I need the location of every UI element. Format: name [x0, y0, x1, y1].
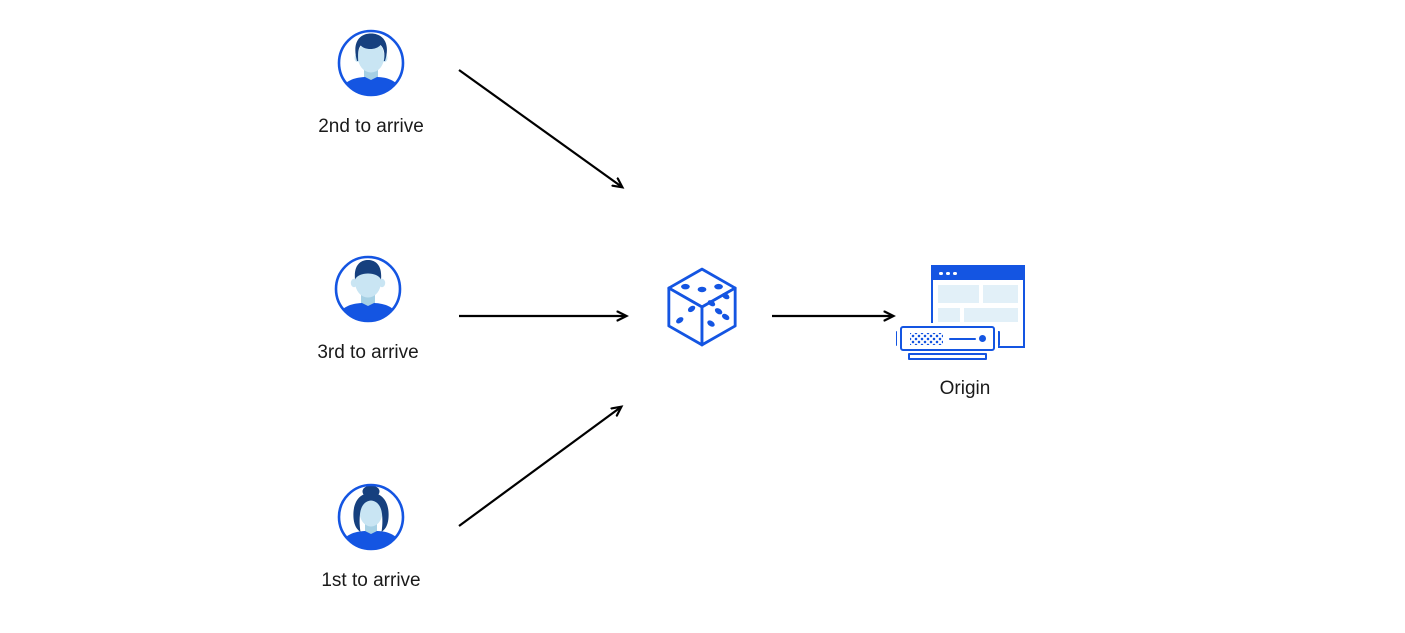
- browser-dot-icon: [939, 271, 943, 276]
- browser-content: [933, 280, 1023, 327]
- male-avatar-flat-hair-icon: [334, 255, 402, 323]
- female-avatar-bun-icon: [337, 483, 405, 551]
- node-randomizer: [666, 266, 738, 353]
- male-avatar-wavy-hair-icon: [337, 29, 405, 97]
- arrow-client-2nd-to-dice: [458, 69, 622, 187]
- client-label-2nd: 2nd to arrive: [318, 116, 424, 137]
- origin-label: Origin: [939, 378, 991, 399]
- browser-titlebar: [933, 267, 1023, 280]
- browser-content-block: [938, 285, 979, 303]
- node-client-1st: 1st to arrive: [291, 481, 451, 592]
- server-bar: [900, 326, 995, 351]
- client-label-1st: 1st to arrive: [321, 570, 421, 591]
- browser-dot-icon: [953, 271, 957, 276]
- node-client-2nd: 2nd to arrive: [291, 27, 451, 138]
- node-origin: Origin: [880, 255, 1050, 405]
- server-base: [908, 353, 987, 360]
- client-label-3rd: 3rd to arrive: [317, 342, 419, 363]
- server-led-icon: [979, 335, 986, 342]
- node-client-3rd: 3rd to arrive: [288, 253, 448, 364]
- browser-dot-icon: [946, 271, 950, 276]
- arrow-client-1st-to-dice: [458, 407, 621, 527]
- browser-content-block: [964, 308, 1018, 322]
- origin-server-icon: [896, 326, 1000, 362]
- server-right-tab: [993, 331, 1000, 346]
- server-vents-icon: [910, 333, 943, 345]
- browser-content-block: [938, 308, 961, 322]
- server-left-tab: [896, 331, 903, 346]
- server-slot-icon: [949, 338, 976, 341]
- browser-content-block: [982, 285, 1018, 303]
- dice-icon: [667, 267, 737, 347]
